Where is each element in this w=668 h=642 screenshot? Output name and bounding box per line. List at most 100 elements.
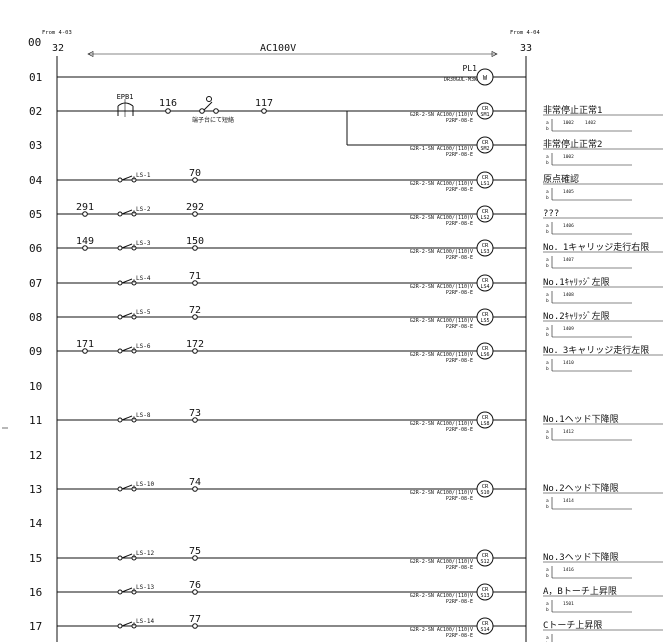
- row-number: 10: [29, 380, 42, 393]
- coil-tag: LS2: [480, 215, 489, 221]
- relay-model: G2R-2-SN AC100/(110)V: [410, 215, 473, 221]
- relay-model: G2R-2-SN AC100/(110)V: [410, 112, 473, 118]
- switch-tag: LS-12: [136, 550, 154, 557]
- relay-socket: P2RF-08-E: [446, 290, 473, 296]
- relay-model: G2R-2-SN AC100/(110)V: [410, 627, 473, 633]
- switch-tag: EPB1: [117, 93, 134, 101]
- contact-terminal: [117, 555, 123, 561]
- relay-coil-icon: [476, 480, 494, 498]
- xref-mark: a: [546, 327, 549, 332]
- arrow-right-icon: [491, 51, 498, 57]
- relay-coil-icon: [476, 411, 494, 429]
- row-number: 16: [29, 586, 42, 599]
- xref-number: 1002: [563, 120, 574, 126]
- wire-node: [192, 211, 198, 217]
- relay-socket: P2RF-08-E: [446, 324, 473, 330]
- wire-node: [192, 280, 198, 286]
- wire-node: [192, 177, 198, 183]
- xref-mark: a: [546, 636, 549, 641]
- xref-mark: b: [546, 160, 549, 166]
- coil-type: CR: [482, 587, 489, 593]
- relay-model: G2R-2-SN AC100/(110)V: [410, 421, 473, 427]
- wire-number: 149: [76, 236, 94, 247]
- coil-tag: S13: [480, 593, 489, 599]
- rung-function-label: 非常停止正常1: [543, 104, 602, 116]
- contact-blade: [203, 101, 213, 111]
- limit-switch-icon: [121, 175, 133, 181]
- wire-number: 72: [189, 305, 201, 316]
- contact-terminal: [117, 486, 123, 492]
- contact-terminal: [117, 280, 123, 286]
- wire-node: [82, 211, 88, 217]
- rung-function-label: No.2ｷｬﾘｯｼﾞ左限: [543, 310, 610, 322]
- coil-type: CR: [482, 243, 489, 249]
- relay-model: G2R-2-SN AC100/(110)V: [410, 318, 473, 324]
- coil-tag: SM1: [480, 112, 489, 118]
- limit-switch-icon: [121, 553, 133, 559]
- coil-type: CR: [482, 209, 489, 215]
- contact-knob: [206, 96, 212, 102]
- coil-tag: S10: [480, 490, 489, 496]
- rung-function-label: A，Bトーチ上昇限: [543, 586, 617, 597]
- rung-function-label: No．1キャリッジ走行右限: [543, 241, 649, 253]
- wire-node: [82, 245, 88, 251]
- coil-tag: LS1: [480, 181, 489, 187]
- from-right-ref: From 4-04: [510, 30, 540, 36]
- relay-coil-icon: [476, 342, 494, 360]
- relay-coil-icon: [476, 239, 494, 257]
- rung-function-label: No.3ヘッド下降限: [543, 551, 619, 563]
- xref-mark: a: [546, 430, 549, 435]
- rung-function-label: 非常停止正常2: [543, 138, 602, 150]
- switch-tag: LS-1: [136, 172, 151, 179]
- rung-function-label: ???: [543, 209, 559, 219]
- xref-mark: b: [546, 504, 549, 510]
- wire-node: [192, 245, 198, 251]
- relay-coil-icon: [476, 308, 494, 326]
- limit-switch-icon: [121, 415, 133, 421]
- relay-coil-icon: [476, 617, 494, 635]
- wire-number: 75: [189, 546, 201, 557]
- coil-tag: LS8: [480, 421, 489, 427]
- switch-tag: LS-3: [136, 240, 151, 247]
- switch-tag: LS-8: [136, 412, 151, 419]
- wire-number: 74: [189, 477, 201, 488]
- relay-model: G2R-2-SN AC100/(110)V: [410, 559, 473, 565]
- relay-coil-icon: [476, 136, 494, 154]
- wire-node: [165, 108, 171, 114]
- coil-type: CR: [482, 621, 489, 627]
- wire-number: 117: [255, 98, 273, 109]
- row-number: 06: [29, 242, 42, 255]
- switch-tag: LS-2: [136, 206, 151, 213]
- relay-socket: P2RF-08-E: [446, 496, 473, 502]
- relay-model: G2R-2-SN AC100/(110)V: [410, 593, 473, 599]
- relay-socket: P2RF-08-E: [446, 599, 473, 605]
- wire-number: 172: [186, 339, 204, 350]
- xref-mark: b: [546, 573, 549, 579]
- relay-socket: P2RF-08-E: [446, 118, 473, 124]
- row-number: 05: [29, 208, 42, 221]
- wire-node: [192, 623, 198, 629]
- row-number: 08: [29, 311, 42, 324]
- left-wire-number: 32: [52, 43, 64, 54]
- arrow-left-icon: [87, 51, 94, 57]
- lamp-model: DR30GUL-M3W: [444, 77, 478, 83]
- xref-mark: b: [546, 298, 549, 304]
- limit-switch-icon: [121, 484, 133, 490]
- wire-number: 70: [189, 168, 201, 179]
- xref-mark: a: [546, 258, 549, 263]
- wire-node: [261, 108, 267, 114]
- wire-node: [192, 555, 198, 561]
- limit-switch-icon: [121, 209, 133, 215]
- xref-mark: b: [546, 195, 549, 201]
- from-left-ref: From 4-03: [42, 30, 72, 36]
- xref-number: 1409: [563, 326, 574, 332]
- coil-type: CR: [482, 175, 489, 181]
- wire-number: 150: [186, 236, 204, 247]
- wire-node: [82, 348, 88, 354]
- switch-tag: LS-10: [136, 481, 154, 488]
- coil-type: CR: [482, 484, 489, 490]
- wire-node: [192, 589, 198, 595]
- xref-number: 1501: [563, 601, 574, 607]
- limit-switch-icon: [121, 621, 133, 627]
- xref-mark: a: [546, 121, 549, 126]
